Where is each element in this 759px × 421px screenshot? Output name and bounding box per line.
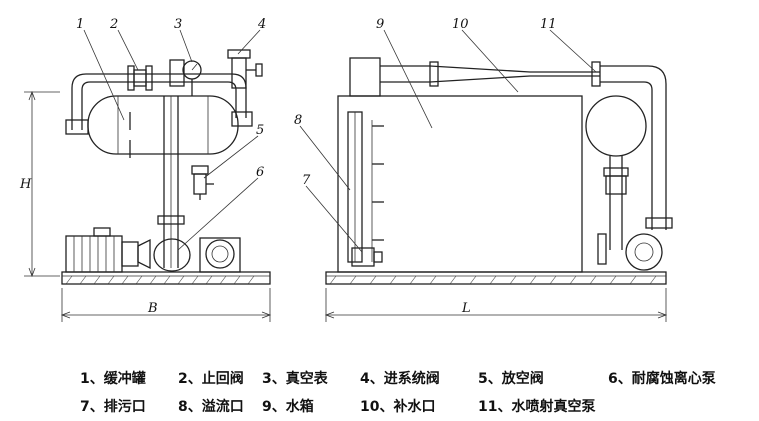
callout-7: 7 (302, 173, 311, 188)
vent-valve (191, 165, 214, 200)
right-leaders (299, 29, 597, 253)
legend-item-5: 5、放空阀 (478, 371, 544, 387)
height-label: H (19, 177, 32, 192)
legend-item-3: 3、真空表 (262, 371, 328, 387)
legend-item-4: 4、进系统阀 (360, 371, 440, 387)
callout-6: 6 (256, 165, 264, 180)
vacuum-gauge (169, 59, 202, 96)
length-label: L (461, 301, 471, 316)
legend-item-7: 7、排污口 (80, 399, 146, 415)
left-top-pipe (65, 73, 253, 135)
callout-5: 5 (256, 123, 264, 138)
callout-2: 2 (109, 17, 118, 32)
buffer-tank (87, 95, 239, 158)
legend-item-10: 10、补水口 (360, 399, 436, 415)
centrifugal-pump (65, 227, 241, 273)
callout-10: 10 (452, 17, 469, 32)
equipment-drawing: H B 1 2 3 4 5 6 (19, 17, 673, 322)
system-inlet-valve (227, 49, 263, 89)
front-view: L 9 10 11 8 7 (294, 17, 673, 322)
callout-9: 9 (376, 17, 384, 32)
legend-item-2: 2、止回阀 (178, 371, 244, 387)
legend-item-6: 6、耐腐蚀离心泵 (608, 371, 716, 387)
left-leaders (83, 29, 261, 251)
legend-item-1: 1、缓冲罐 (80, 371, 146, 387)
length-dimension (324, 288, 668, 322)
width-label: B (147, 301, 158, 316)
callout-1: 1 (76, 17, 84, 32)
width-dimension (60, 288, 272, 322)
left-base-frame (61, 271, 271, 285)
right-base-frame (325, 271, 667, 285)
right-tank-and-pump (585, 95, 663, 271)
callout-11: 11 (540, 17, 557, 32)
component-legend: 1、缓冲罐 2、止回阀 3、真空表 4、进系统阀 5、放空阀 6、耐腐蚀离心泵 … (0, 350, 759, 421)
callout-3: 3 (174, 17, 182, 32)
side-view: H B 1 2 3 4 5 6 (19, 17, 272, 322)
callout-4: 4 (257, 17, 266, 32)
check-valve (127, 65, 153, 91)
legend-item-11: 11、水喷射真空泵 (478, 399, 596, 415)
drain-outlet (351, 247, 383, 267)
legend-item-8: 8、溢流口 (178, 399, 244, 415)
water-tank (337, 57, 583, 273)
jet-vacuum-pump (380, 61, 673, 230)
callout-8: 8 (294, 113, 302, 128)
height-dimension (24, 90, 60, 278)
legend-item-9: 9、水箱 (262, 399, 314, 415)
